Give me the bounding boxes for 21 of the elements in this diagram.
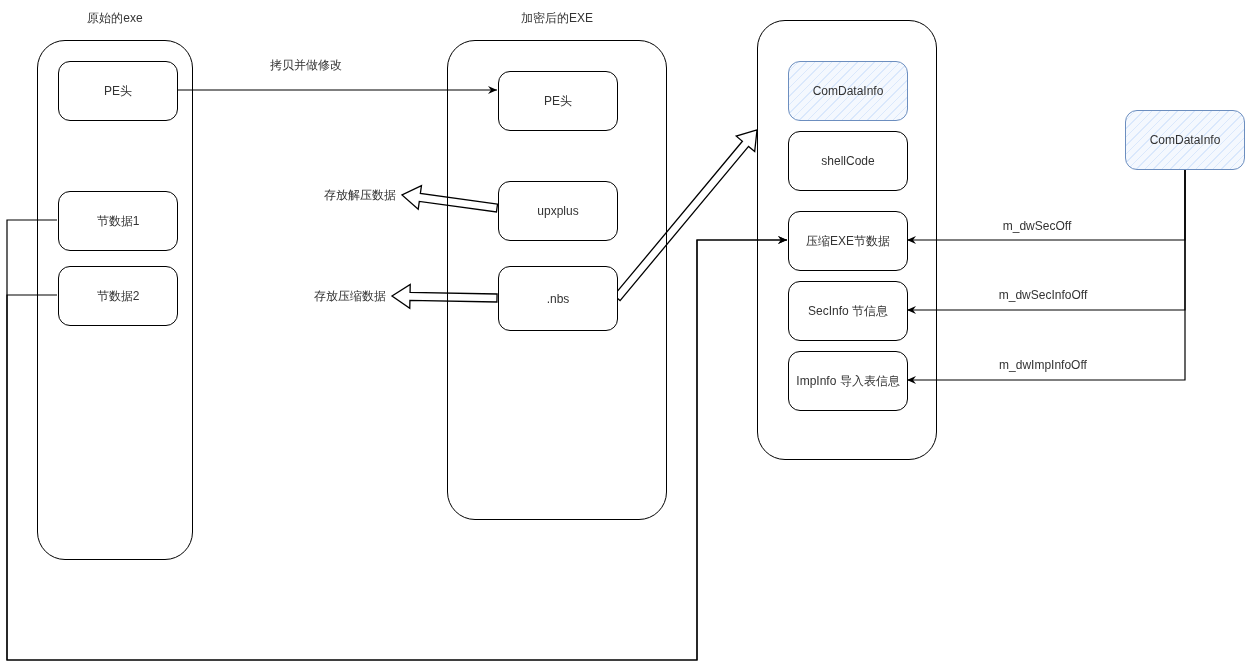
block-arrow	[400, 184, 499, 213]
annotation-text: 存放压缩数据	[308, 285, 392, 307]
process-box: 节数据1	[58, 191, 178, 251]
process-box: ImpInfo 导入表信息	[788, 351, 908, 411]
arrow	[176, 86, 498, 94]
process-box: PE头	[498, 71, 618, 131]
process-box: 节数据2	[58, 266, 178, 326]
process-box: SecInfo 节信息	[788, 281, 908, 341]
arrow	[906, 169, 1186, 384]
container-box	[757, 20, 937, 460]
struct-box: ComDataInfo	[788, 61, 908, 121]
annotation-text: 存放解压数据	[318, 184, 402, 206]
container-heading: 原始的exe	[86, 10, 144, 27]
process-box: 压缩EXE节数据	[788, 211, 908, 271]
process-box: PE头	[58, 61, 178, 121]
container-heading: 加密后的EXE	[520, 10, 594, 27]
process-box: upxplus	[498, 181, 618, 241]
process-box: shellCode	[788, 131, 908, 191]
struct-box: ComDataInfo	[1125, 110, 1245, 170]
block-arrow	[390, 283, 498, 310]
process-box: .nbs	[498, 266, 618, 331]
